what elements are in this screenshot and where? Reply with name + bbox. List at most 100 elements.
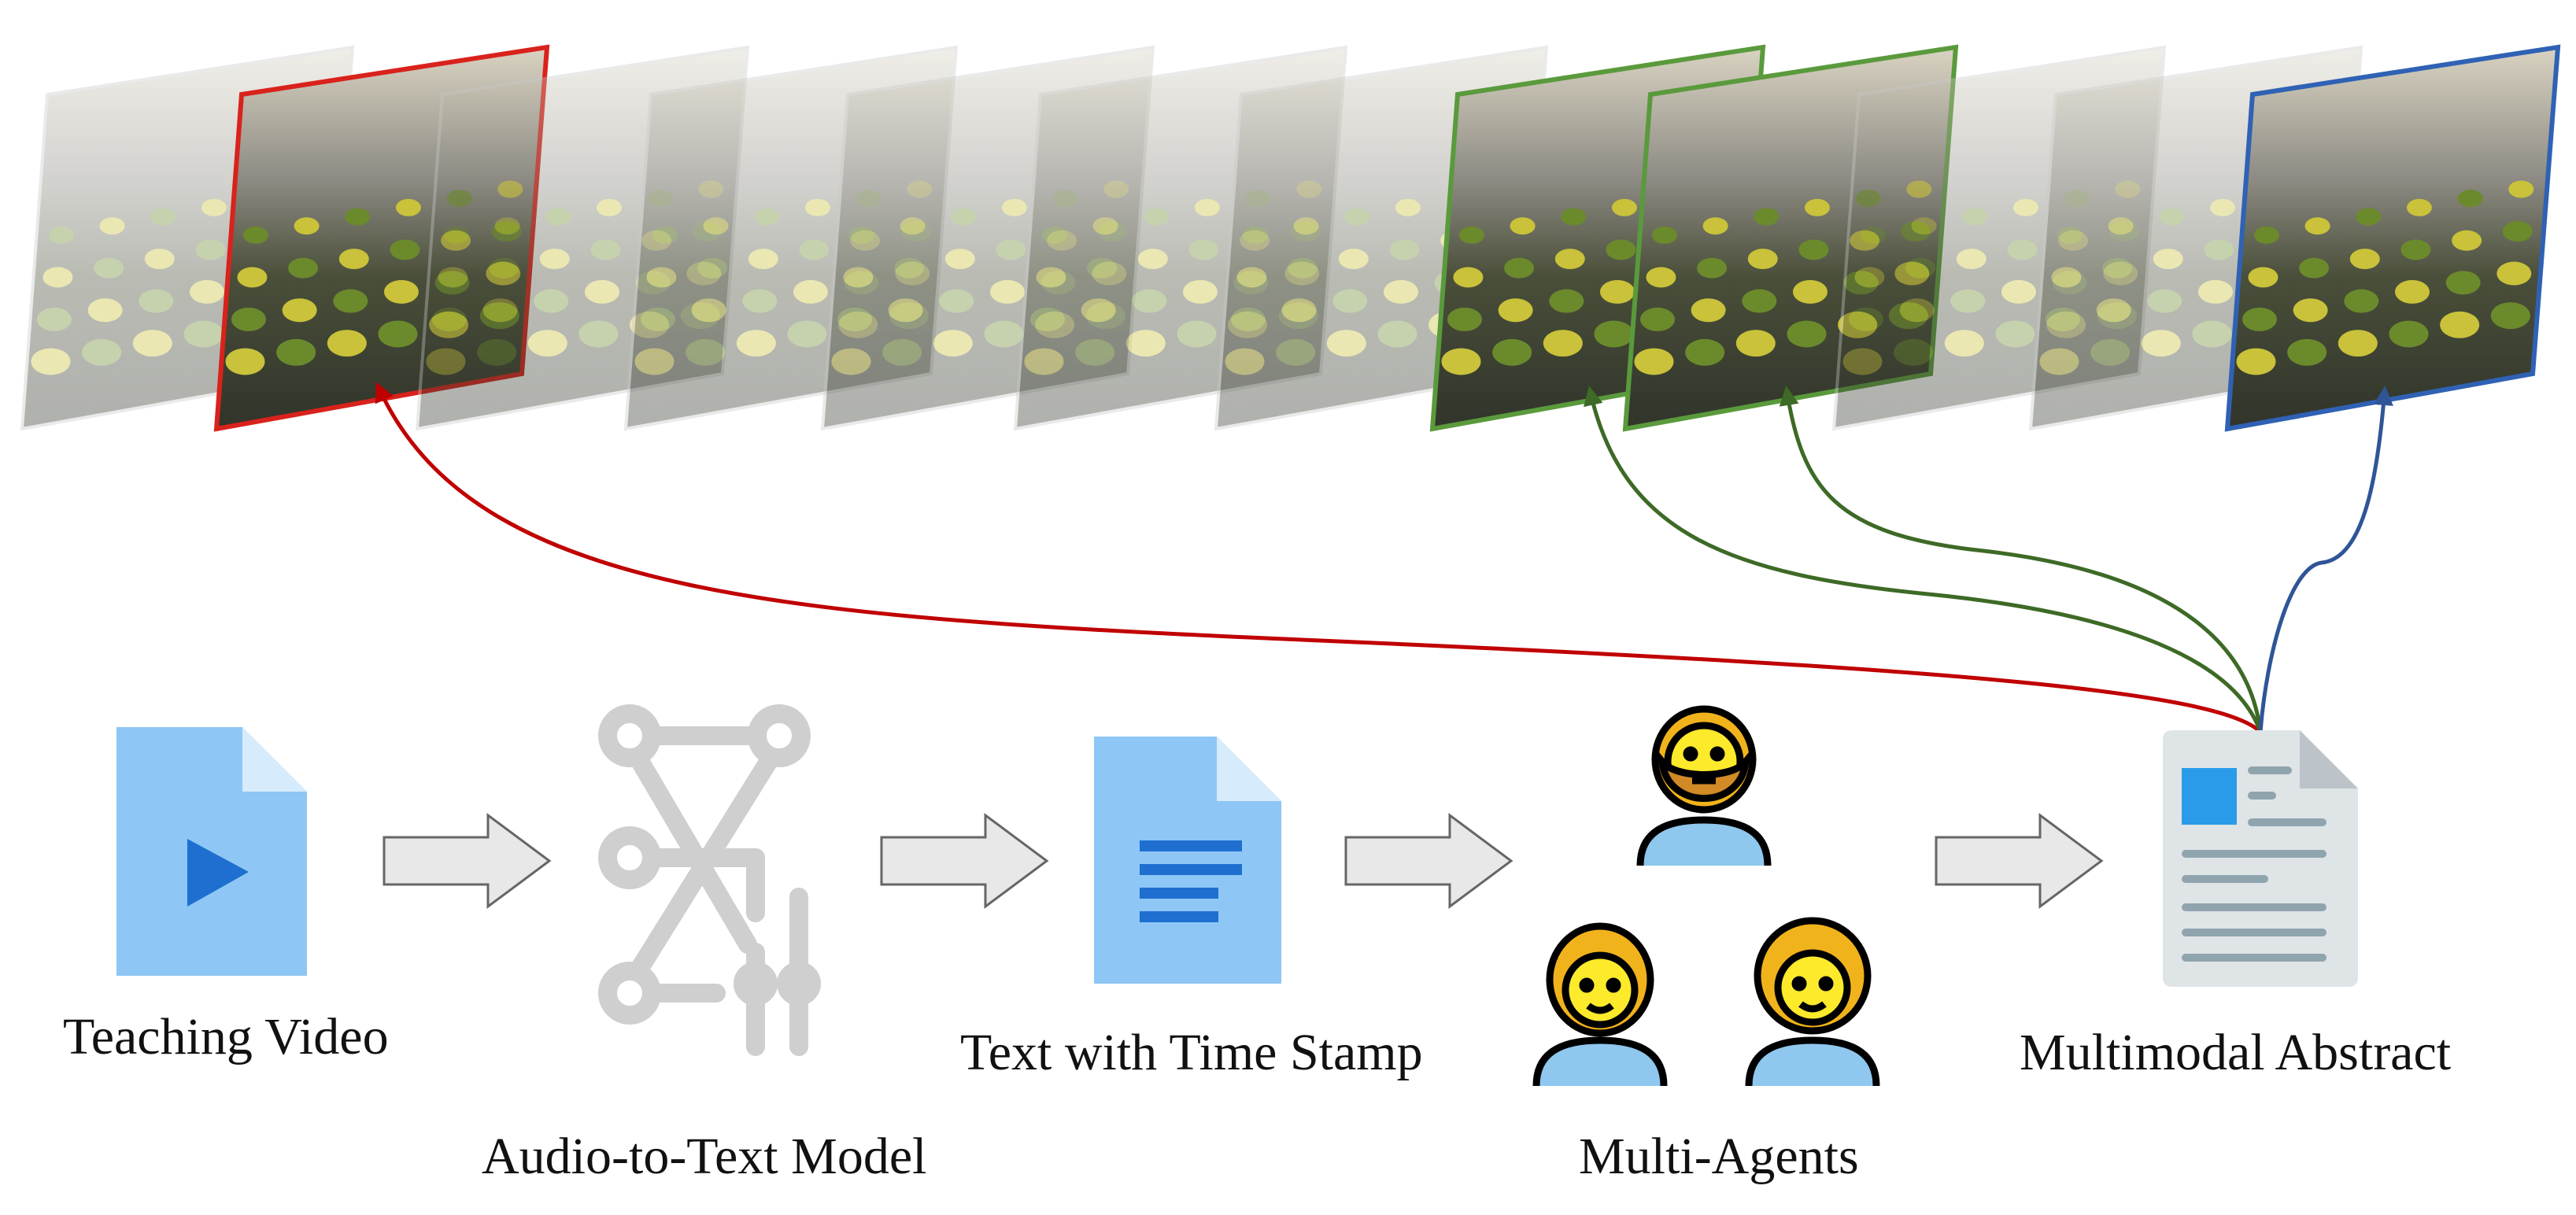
student-blob xyxy=(742,289,778,313)
audio-to-text-model-icon xyxy=(598,704,821,1056)
student-blob xyxy=(1787,320,1827,348)
multi-agents-icon xyxy=(1532,705,1880,1087)
student-blob xyxy=(2090,338,2131,366)
student-blob xyxy=(1702,217,1728,235)
student-blob xyxy=(1956,249,1987,270)
student-blob xyxy=(1899,298,1935,323)
student-blob xyxy=(2001,279,2036,304)
student-blob xyxy=(1236,267,1267,288)
student-blob xyxy=(1182,279,1218,304)
student-blob xyxy=(894,257,925,279)
student-blob xyxy=(703,217,729,235)
student-blob xyxy=(1639,307,1675,331)
student-blob xyxy=(590,239,621,260)
student-blob xyxy=(1441,348,1481,375)
student-blob xyxy=(2445,271,2481,295)
student-blob xyxy=(2389,320,2429,348)
student-blob xyxy=(2406,198,2432,216)
student-blob xyxy=(888,298,923,323)
student-blob xyxy=(494,217,520,235)
student-blob xyxy=(1326,330,1366,357)
student-blob xyxy=(1188,239,1219,260)
student-blob xyxy=(640,307,675,331)
student-blob xyxy=(1944,330,1984,357)
student-blob xyxy=(225,348,265,375)
student-blob xyxy=(2440,311,2480,338)
student-blob xyxy=(2051,267,2082,288)
student-blob xyxy=(2293,298,2328,323)
student-blob xyxy=(539,249,570,270)
student-blob xyxy=(36,307,72,331)
frame-image xyxy=(2224,44,2561,432)
bearded-agent-icon xyxy=(1636,705,1772,866)
student-blob xyxy=(1383,279,1418,304)
student-blob xyxy=(1225,348,1265,375)
student-blob xyxy=(1377,320,1417,348)
student-blob xyxy=(882,338,922,366)
student-blob xyxy=(1792,279,1828,304)
student-blob xyxy=(2508,180,2534,198)
student-blob xyxy=(1242,226,1268,244)
multimodal-abstract-icon xyxy=(2163,730,2358,987)
student-blob xyxy=(2490,302,2530,330)
student-blob xyxy=(697,257,728,279)
student-blob xyxy=(2304,217,2330,235)
student-blob xyxy=(545,208,571,226)
student-blob xyxy=(2102,257,2133,279)
red-selection-arrow xyxy=(375,382,2262,733)
student-blob xyxy=(1606,239,1636,260)
student-blob xyxy=(1001,198,1027,216)
student-blob xyxy=(2394,279,2430,304)
label-audio-to-text-model: Audio-to-Text Model xyxy=(482,1128,927,1185)
student-blob xyxy=(2356,208,2382,226)
student-blob xyxy=(1288,257,1318,279)
student-blob xyxy=(1344,208,1370,226)
student-blob xyxy=(1276,338,1316,366)
student-blob xyxy=(1125,330,1166,357)
student-blob xyxy=(438,267,468,288)
student-blob xyxy=(804,198,830,216)
student-blob xyxy=(1492,338,1532,366)
student-blob xyxy=(2502,221,2533,242)
student-blob xyxy=(939,289,974,313)
student-blob xyxy=(294,217,320,235)
student-blob xyxy=(2338,330,2378,357)
student-blob xyxy=(1798,239,1829,260)
student-blob xyxy=(1685,338,1725,366)
student-blob xyxy=(1510,217,1536,235)
student-blob xyxy=(1132,289,1167,313)
student-blob xyxy=(1611,198,1637,216)
student-blob xyxy=(431,307,467,331)
student-blob xyxy=(2452,230,2482,251)
student-blob xyxy=(426,348,466,375)
student-blob xyxy=(1950,289,1986,313)
student-blob xyxy=(1747,249,1778,270)
student-blob xyxy=(395,198,421,216)
student-blob xyxy=(139,289,174,313)
student-blob xyxy=(652,226,678,244)
student-blob xyxy=(443,226,469,244)
student-blob xyxy=(1842,348,1883,375)
label-teaching-video: Teaching Video xyxy=(63,1008,389,1065)
student-blob xyxy=(848,226,874,244)
student-blob xyxy=(1742,289,1777,313)
student-blob xyxy=(1905,257,1936,279)
student-blob xyxy=(1691,298,1726,323)
student-blob xyxy=(1543,330,1583,357)
student-blob xyxy=(2096,298,2131,323)
student-blob xyxy=(754,208,780,226)
student-blob xyxy=(1389,239,1420,260)
student-blob xyxy=(1854,267,1885,288)
student-blob xyxy=(2253,226,2279,244)
frame-selection-arrows xyxy=(375,382,2393,733)
student-blob xyxy=(1024,348,1064,375)
student-blob xyxy=(989,279,1025,304)
student-blob xyxy=(2497,261,2532,286)
student-blob xyxy=(378,320,418,348)
student-blob xyxy=(195,239,226,260)
student-blob xyxy=(1860,226,1886,244)
label-text-with-time-stamp: Text with Time Stamp xyxy=(960,1024,1423,1081)
student-blob xyxy=(94,257,124,279)
student-blob xyxy=(1075,338,1115,366)
student-blob xyxy=(99,217,125,235)
